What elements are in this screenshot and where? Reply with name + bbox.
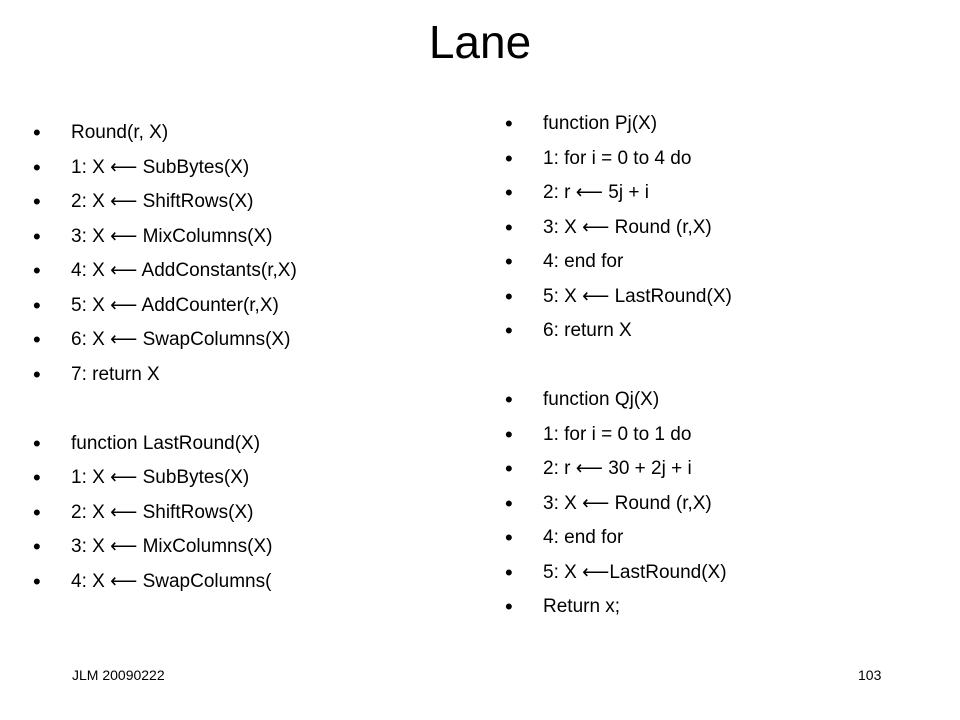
code-line: • function Pj(X) <box>505 107 732 142</box>
bullet-icon: • <box>505 214 513 240</box>
slide-number: 103 <box>858 667 882 683</box>
code-line: • 1: for i = 0 to 1 do <box>505 418 732 453</box>
bullet-icon: • <box>505 559 513 585</box>
bullet-icon: • <box>33 258 41 283</box>
bullet-icon: • <box>33 223 41 249</box>
code-line: • 2: r ⟵ 30 + 2j + i <box>505 452 732 487</box>
code-line-text: 5: X ⟵ LastRound(X) <box>543 285 732 307</box>
code-line-text: function Qj(X) <box>543 389 660 410</box>
bullet-icon: • <box>505 421 513 447</box>
code-line: • 5: X ⟵ AddCounter(r,X) <box>33 289 297 324</box>
code-line: • 4: end for <box>505 245 732 280</box>
code-line-text: function Pj(X) <box>543 113 658 134</box>
code-line-text: 3: X ⟵ MixColumns(X) <box>71 225 273 247</box>
code-line-text: 4: end for <box>543 527 624 548</box>
left-code-column: • Round(r, X) • 1: X ⟵ SubBytes(X) • 2: X ⟵… <box>33 116 297 599</box>
code-line-text: 4: end for <box>543 251 624 272</box>
code-line-text: 6: return X <box>543 320 632 341</box>
code-line: • 2: r ⟵ 5j + i <box>505 176 732 211</box>
code-line-text: 2: X ⟵ ShiftRows(X) <box>71 191 254 212</box>
code-line: • 2: X ⟵ ShiftRows(X) <box>33 185 297 220</box>
code-line-text: 7: return X <box>71 363 160 385</box>
bullet-icon: • <box>33 361 41 387</box>
code-line-text: 5: X ⟵ AddCounter(r,X) <box>71 294 279 316</box>
code-line: • 3: X ⟵ MixColumns(X) <box>33 530 297 565</box>
code-line-text: 3: X ⟵ MixColumns(X) <box>71 536 273 557</box>
code-line-text: 2: r ⟵ 30 + 2j + i <box>543 458 692 479</box>
code-line: • 6: return X <box>505 314 732 349</box>
code-line: • 7: return X <box>33 358 297 393</box>
bullet-icon: • <box>33 154 41 180</box>
bullet-icon: • <box>505 283 513 309</box>
code-line: • Return x; <box>505 590 732 625</box>
bullet-icon: • <box>505 490 513 516</box>
code-line: • 4: X ⟵ AddConstants(r,X) <box>33 254 297 289</box>
code-line: • 6: X ⟵ SwapColumns(X) <box>33 323 297 358</box>
code-line: • 1: X ⟵ SubBytes(X) <box>33 461 297 496</box>
code-line-text: 1: X ⟵ SubBytes(X) <box>71 156 250 178</box>
code-line-text: 2: r ⟵ 5j + i <box>543 182 649 203</box>
right-code-column: • function Pj(X) • 1: for i = 0 to 4 do • 2… <box>505 107 732 625</box>
bullet-icon: • <box>33 120 41 145</box>
code-line-text: 4: X ⟵ AddConstants(r,X) <box>71 260 297 281</box>
bullet-icon: • <box>33 465 41 490</box>
code-line: • function LastRound(X) <box>33 427 297 462</box>
bullet-icon: • <box>505 318 513 343</box>
code-line-text: 3: X ⟵ Round (r,X) <box>543 216 712 238</box>
bullet-icon: • <box>505 594 513 619</box>
bullet-icon: • <box>33 499 41 525</box>
slide-title: Lane <box>428 16 532 68</box>
code-line: • Round(r, X) <box>33 116 297 151</box>
code-line: • 2: X ⟵ ShiftRows(X) <box>33 496 297 531</box>
code-line-text: function LastRound(X) <box>71 432 261 454</box>
bullet-icon: • <box>505 111 513 136</box>
code-line: • 1: for i = 0 to 4 do <box>505 142 732 177</box>
code-line: • 3: X ⟵ Round (r,X) <box>505 211 732 246</box>
bullet-icon: • <box>33 534 41 559</box>
code-line-text: 1: for i = 0 to 1 do <box>543 423 692 445</box>
code-line: • 1: X ⟵ SubBytes(X) <box>33 151 297 186</box>
code-line-text: 2: X ⟵ ShiftRows(X) <box>71 501 254 523</box>
code-line-text: 1: for i = 0 to 4 do <box>543 147 692 169</box>
bullet-icon: • <box>33 292 41 318</box>
code-line-text: Round(r, X) <box>71 122 169 143</box>
bullet-icon: • <box>505 145 513 171</box>
bullet-icon: • <box>505 456 513 481</box>
bullet-icon: • <box>33 327 41 352</box>
bullet-icon: • <box>505 525 513 550</box>
footer-author-date: JLM 20090222 <box>72 667 165 683</box>
code-line: • function Qj(X) <box>505 383 732 418</box>
code-line-text: Return x; <box>543 596 621 617</box>
code-line: • 4: end for <box>505 521 732 556</box>
bullet-icon: • <box>505 249 513 274</box>
bullet-icon: • <box>33 189 41 214</box>
code-line: • 3: X ⟵ MixColumns(X) <box>33 220 297 255</box>
code-line-text: 4: X ⟵ SwapColumns( <box>71 570 272 592</box>
bullet-icon: • <box>33 568 41 594</box>
code-line: • 5: X ⟵LastRound(X) <box>505 556 732 591</box>
code-line-text: 5: X ⟵LastRound(X) <box>543 561 727 583</box>
code-line-text: 1: X ⟵ SubBytes(X) <box>71 467 250 488</box>
bullet-icon: • <box>505 387 513 412</box>
bullet-icon: • <box>505 180 513 205</box>
code-line-text: 3: X ⟵ Round (r,X) <box>543 492 712 514</box>
code-line: • 4: X ⟵ SwapColumns( <box>33 565 297 600</box>
code-line-text: 6: X ⟵ SwapColumns(X) <box>71 329 291 350</box>
code-line: • 5: X ⟵ LastRound(X) <box>505 280 732 315</box>
code-line: • 3: X ⟵ Round (r,X) <box>505 487 732 522</box>
bullet-icon: • <box>33 430 41 456</box>
